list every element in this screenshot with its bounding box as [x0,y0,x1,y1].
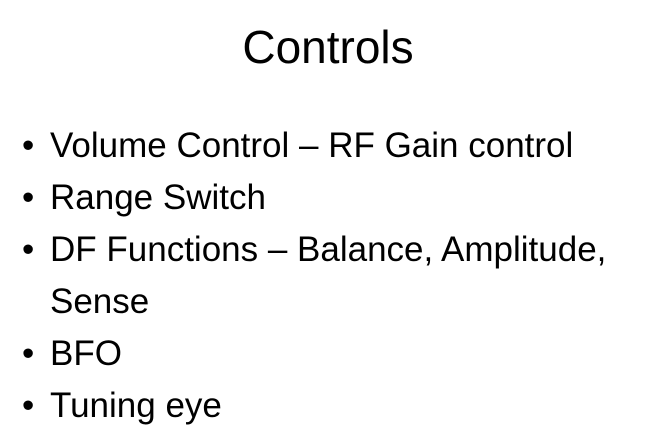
list-item: • Volume Control – RF Gain control [18,120,643,172]
bullet-point-icon: • [22,178,35,217]
list-item-label: Volume Control – RF Gain control [50,126,574,165]
bullet-point-icon: • [22,334,35,373]
list-item: • DF Functions – Balance, Amplitude, Sen… [18,224,643,328]
list-item-label: DF Functions – Balance, Amplitude, Sense [50,230,607,321]
list-item-label: Range Switch [50,178,266,217]
bullet-list: • Volume Control – RF Gain control • Ran… [18,120,643,432]
bullet-point-icon: • [22,126,35,165]
list-item-label: BFO [50,334,122,373]
list-item: • Tuning eye [18,380,643,432]
list-item: • Range Switch [18,172,643,224]
page-title: Controls [242,21,414,73]
bullet-point-icon: • [22,230,35,269]
list-item-label: Tuning eye [50,386,222,425]
bullet-point-icon: • [22,386,35,425]
list-item: • BFO [18,328,643,380]
